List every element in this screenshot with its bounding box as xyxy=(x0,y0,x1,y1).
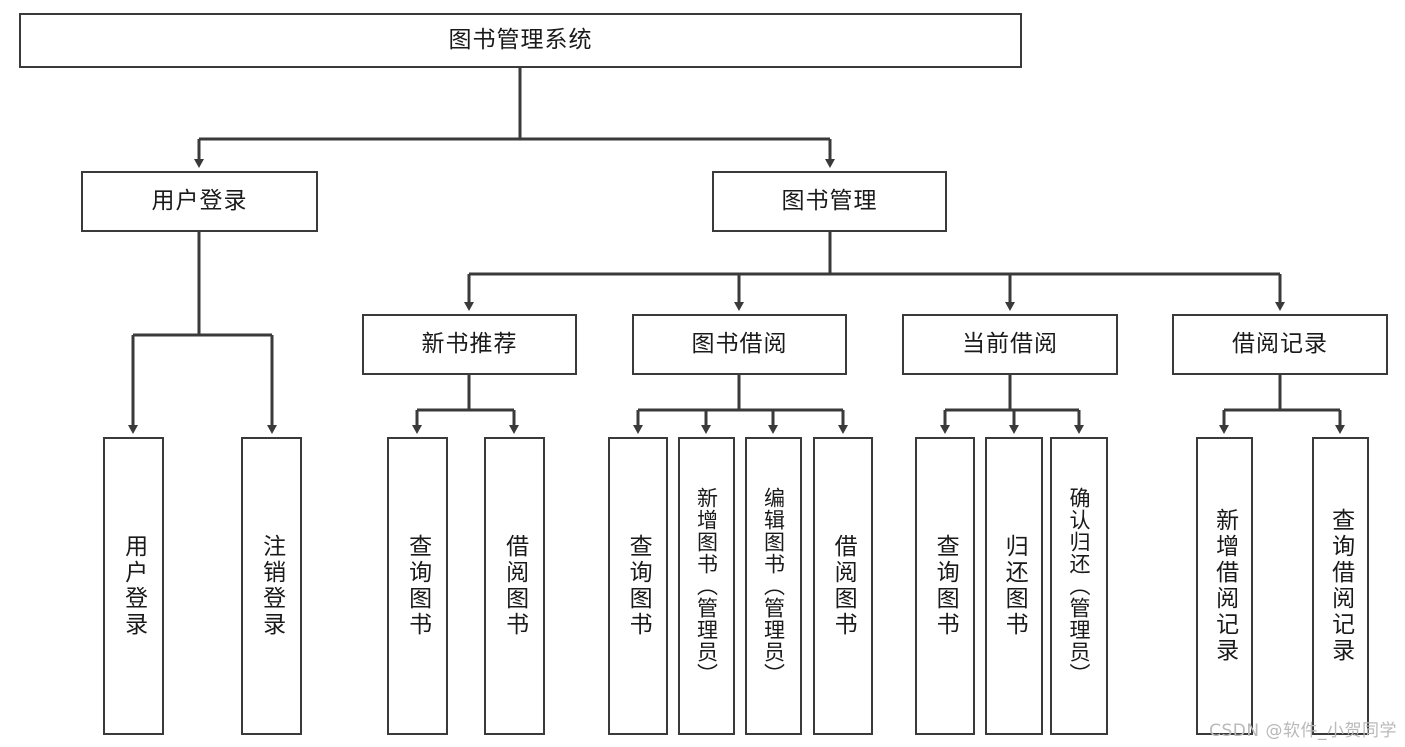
leaf-node-label: 借阅图书 xyxy=(830,534,857,638)
leaf-node[interactable]: 用户登录 xyxy=(103,437,164,735)
node-current-borrow-label: 当前借阅 xyxy=(962,330,1058,357)
node-book-borrow[interactable]: 图书借阅 xyxy=(632,314,847,375)
leaf-node-label: 查询图书 xyxy=(932,534,959,638)
leaf-node[interactable]: 查询图书 xyxy=(608,437,668,735)
leaf-node-label: 查询借阅记录 xyxy=(1327,508,1354,664)
leaf-node[interactable]: 查询借阅记录 xyxy=(1312,437,1369,735)
node-user-login[interactable]: 用户登录 xyxy=(81,171,318,232)
node-root-label: 图书管理系统 xyxy=(448,26,593,53)
leaf-node-label: 借阅图书 xyxy=(501,534,528,638)
leaf-node[interactable]: 查询图书 xyxy=(915,437,975,735)
leaf-node[interactable]: 新增图书（管理员） xyxy=(678,437,735,735)
leaf-node-label: 查询图书 xyxy=(404,534,431,638)
leaf-node-label: 查询图书 xyxy=(625,534,652,638)
leaf-node-label: 归还图书 xyxy=(1001,534,1028,638)
watermark: CSDN @软件_小贺同学 xyxy=(1209,721,1397,741)
node-root[interactable]: 图书管理系统 xyxy=(19,13,1022,68)
leaf-node-label: 编辑图书（管理员） xyxy=(761,487,786,685)
leaf-node-label: 用户登录 xyxy=(120,534,147,638)
node-new-book-recommend-label: 新书推荐 xyxy=(421,330,518,357)
leaf-node[interactable]: 确认归还（管理员） xyxy=(1050,437,1108,735)
leaf-node[interactable]: 编辑图书（管理员） xyxy=(745,437,802,735)
leaf-node-label: 注销登录 xyxy=(258,534,285,638)
node-user-login-label: 用户登录 xyxy=(151,187,248,214)
leaf-node-label: 新增图书（管理员） xyxy=(694,487,719,685)
node-book-management[interactable]: 图书管理 xyxy=(712,171,947,232)
node-new-book-recommend[interactable]: 新书推荐 xyxy=(362,314,577,375)
leaf-node-label: 确认归还（管理员） xyxy=(1067,487,1092,685)
leaf-node[interactable]: 借阅图书 xyxy=(484,437,545,735)
leaf-node[interactable]: 注销登录 xyxy=(241,437,302,735)
leaf-node[interactable]: 归还图书 xyxy=(985,437,1043,735)
leaf-node-label: 新增借阅记录 xyxy=(1211,508,1238,664)
leaf-node[interactable]: 查询图书 xyxy=(387,437,448,735)
leaf-node[interactable]: 借阅图书 xyxy=(813,437,873,735)
node-book-borrow-label: 图书借阅 xyxy=(691,330,788,357)
leaf-node[interactable]: 新增借阅记录 xyxy=(1196,437,1253,735)
node-book-management-label: 图书管理 xyxy=(781,187,878,214)
node-borrow-records-label: 借阅记录 xyxy=(1232,330,1328,357)
node-current-borrow[interactable]: 当前借阅 xyxy=(902,314,1118,375)
node-borrow-records[interactable]: 借阅记录 xyxy=(1172,314,1388,375)
